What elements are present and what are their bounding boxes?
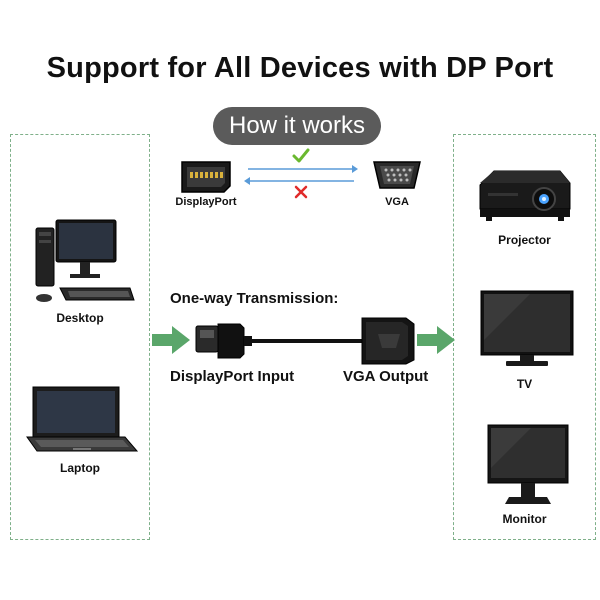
monitor-icon bbox=[487, 424, 569, 504]
dp-to-vga-adapter-icon bbox=[195, 317, 415, 365]
displayport-label: DisplayPort bbox=[175, 196, 237, 208]
display-devices-panel bbox=[453, 134, 596, 540]
cross-icon bbox=[294, 185, 308, 199]
vga-label: VGA bbox=[385, 196, 409, 208]
tv-label: TV bbox=[516, 377, 533, 391]
desktop-label: Desktop bbox=[56, 311, 104, 325]
tv-icon bbox=[480, 290, 574, 366]
how-it-works-badge: How it works bbox=[213, 107, 381, 145]
vga-connector-icon bbox=[373, 161, 421, 189]
transmission-heading: One-way Transmission: bbox=[170, 290, 339, 307]
laptop-label: Laptop bbox=[60, 461, 100, 475]
output-arrow-icon bbox=[417, 326, 455, 354]
check-icon bbox=[292, 148, 310, 163]
reverse-arrow-line bbox=[244, 177, 354, 185]
monitor-label: Monitor bbox=[502, 512, 547, 526]
displayport-connector-icon bbox=[181, 161, 231, 193]
projector-icon bbox=[479, 170, 571, 221]
page-title: Support for All Devices with DP Port bbox=[46, 52, 554, 84]
vga-output-label: VGA Output bbox=[343, 368, 429, 385]
forward-arrow-line bbox=[248, 165, 358, 173]
laptop-icon bbox=[26, 386, 139, 452]
input-arrow-icon bbox=[152, 326, 190, 354]
displayport-input-label: DisplayPort Input bbox=[170, 368, 295, 385]
projector-label: Projector bbox=[498, 233, 551, 247]
desktop-computer-icon bbox=[35, 219, 135, 302]
source-devices-panel bbox=[10, 134, 150, 540]
